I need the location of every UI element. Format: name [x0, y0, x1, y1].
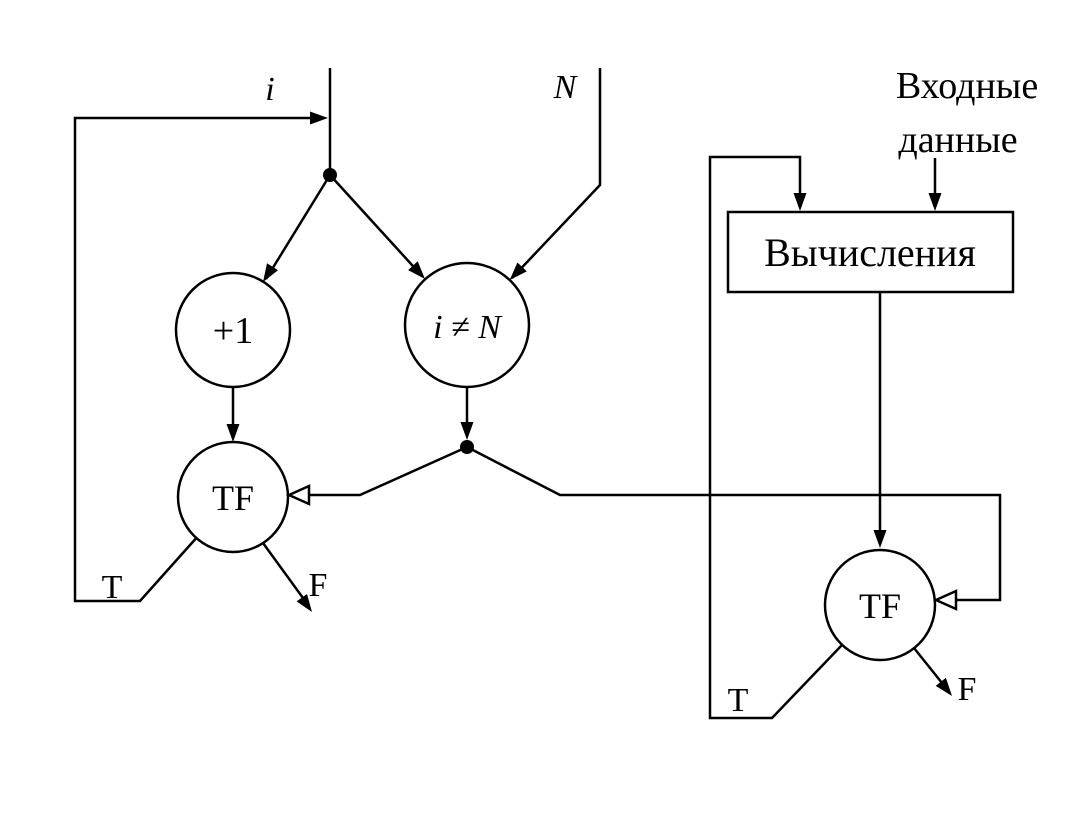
- arrowhead-loop-left-icon: [310, 111, 328, 125]
- arrowhead-gate-left-control-icon: [285, 484, 311, 506]
- label-var-n: N: [553, 69, 579, 106]
- edge-junction-to-gate-left: [308, 445, 468, 497]
- junction-dot-top: [323, 168, 337, 182]
- arrowhead-compare-in-right-icon: [509, 262, 527, 280]
- arrowhead-gate-left-top-icon: [226, 424, 240, 442]
- arrowhead-false-right-icon: [935, 677, 952, 696]
- edge-junction-to-increment: [264, 174, 332, 280]
- label-var-i: i: [265, 71, 274, 108]
- arrowhead-compare-in-left-icon: [408, 261, 425, 279]
- edge-loop-right: [708, 155, 843, 720]
- false-label-left: F: [309, 567, 328, 604]
- false-label-right: F: [958, 671, 977, 708]
- edge-n-input: [511, 68, 602, 279]
- arrowhead-false-left-icon: [296, 594, 312, 612]
- edge-junction-to-compare: [329, 174, 423, 277]
- input-data-label-line2: данные: [898, 119, 1017, 161]
- arrowhead-input-data-icon: [928, 193, 942, 211]
- arrowhead-gate-right-control-icon: [932, 589, 958, 611]
- compute-label: Вычисления: [764, 230, 976, 275]
- node-compute: [726, 210, 1015, 294]
- gate-left-label: TF: [212, 478, 254, 518]
- true-label-right: T: [728, 682, 749, 719]
- arrowhead-loop-right-icon: [793, 193, 807, 211]
- increment-label: +1: [213, 310, 253, 352]
- arrowhead-gate-right-top-icon: [873, 530, 887, 548]
- arrowhead-increment-in-icon: [263, 263, 278, 282]
- junction-dot-mid: [460, 440, 474, 454]
- edge-gate-left-false: [261, 542, 305, 599]
- edge-loop-left: [73, 116, 314, 603]
- edge-gate-right-false: [913, 647, 943, 684]
- node-gate-right: [823, 548, 937, 662]
- gate-right-label: TF: [859, 586, 901, 626]
- arrowhead-junction-in-icon: [460, 422, 474, 440]
- edge-junction-to-gate-right: [466, 445, 1002, 602]
- node-increment: [174, 271, 292, 389]
- true-label-left: T: [102, 569, 123, 606]
- input-data-label-line1: Входные: [896, 65, 1038, 107]
- node-compare: [403, 261, 531, 389]
- compare-label: i ≠ N: [433, 309, 503, 346]
